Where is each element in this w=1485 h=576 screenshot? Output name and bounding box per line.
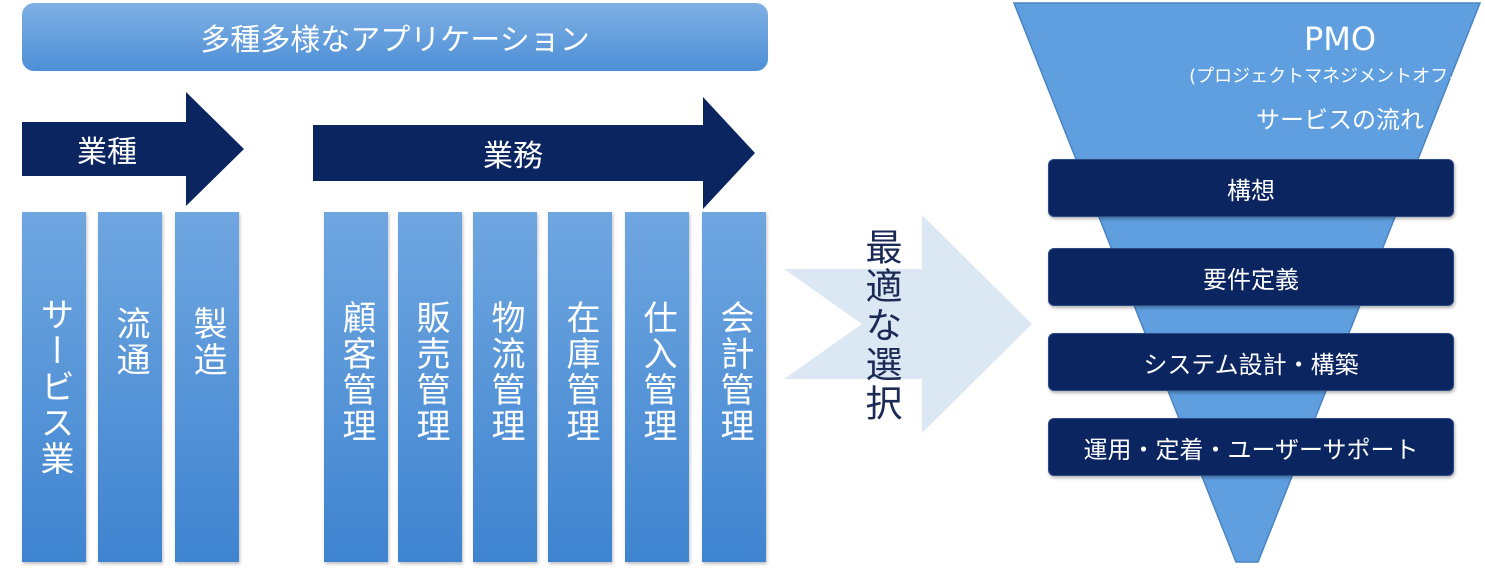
business-column-label: 仕入管理: [637, 300, 677, 444]
service-flow-label: サービスの流れ: [1256, 106, 1424, 134]
industry-arrow-shape: [22, 92, 244, 206]
choice-label: 最適な選択: [859, 228, 902, 423]
stage-design-build: システム設計・構築: [1048, 333, 1454, 391]
industry-column-label: サービス業: [34, 297, 74, 477]
business-column-inventory: 在庫管理: [548, 212, 612, 562]
business-column-label: 販売管理: [410, 300, 450, 444]
choice-arrow-shape: [784, 215, 1032, 433]
business-column-logistics: 物流管理: [473, 212, 537, 562]
business-column-label: 会計管理: [714, 300, 754, 444]
applications-banner: 多種多様なアプリケーション: [22, 3, 768, 71]
industry-column-label: 流通: [110, 306, 150, 378]
pmo-subtitle: (プロジェクトマネジメントオフィス): [1189, 66, 1485, 87]
industry-column-service: サービス業: [22, 212, 86, 562]
business-column-label: 物流管理: [485, 300, 525, 444]
stage-concept: 構想: [1048, 159, 1454, 217]
business-arrow-shape: [313, 97, 755, 209]
business-column-label: 顧客管理: [336, 300, 376, 444]
business-column-sales: 販売管理: [398, 212, 462, 562]
industry-column-distribution: 流通: [98, 212, 162, 562]
business-arrow-label: 業務: [483, 139, 543, 174]
industry-column-label: 製造: [187, 306, 227, 378]
industry-arrow-label: 業種: [77, 135, 137, 170]
stage-operation-support: 運用・定着・ユーザーサポート: [1048, 418, 1454, 476]
stage-requirements: 要件定義: [1048, 248, 1454, 306]
pmo-title: PMO: [1303, 20, 1377, 58]
banner-title: 多種多様なアプリケーション: [200, 23, 590, 58]
business-column-accounting: 会計管理: [702, 212, 766, 562]
business-column-label: 在庫管理: [560, 300, 600, 444]
business-column-purchasing: 仕入管理: [625, 212, 689, 562]
business-column-customer: 顧客管理: [324, 212, 388, 562]
industry-column-manufacturing: 製造: [175, 212, 239, 562]
